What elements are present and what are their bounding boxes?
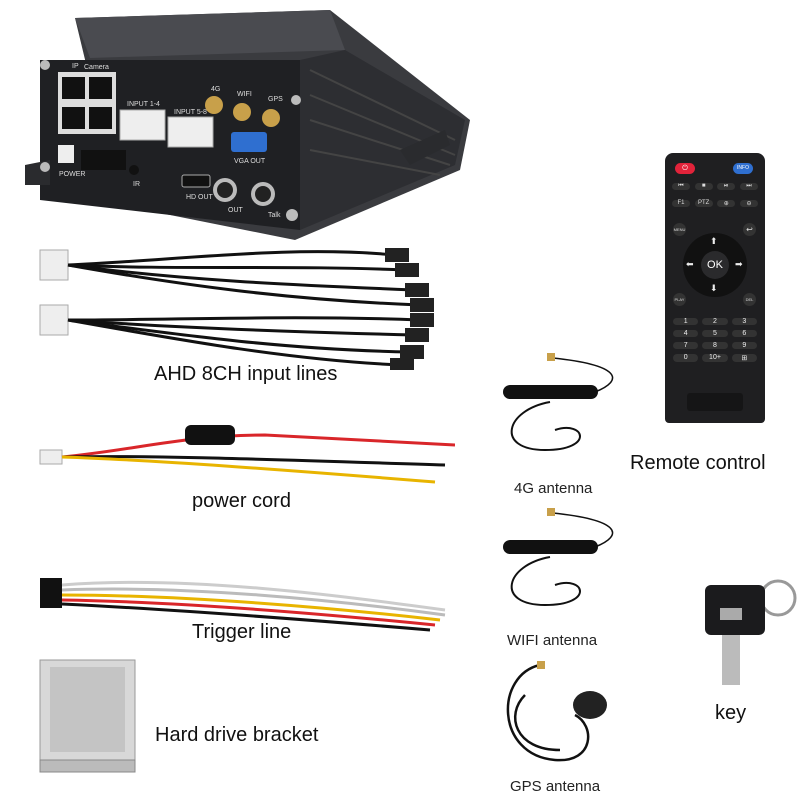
zoom-out-button[interactable]: ⊖ <box>739 200 758 207</box>
gps-antenna-image <box>506 661 607 762</box>
label-vga-out: VGA OUT <box>234 158 266 165</box>
caption-key: key <box>715 702 747 724</box>
stop-button[interactable]: ■ <box>694 183 713 190</box>
key-2[interactable]: 2 <box>702 318 728 325</box>
label-ip: IP <box>72 63 79 70</box>
label-camera: Camera <box>84 64 109 71</box>
key-7[interactable]: 7 <box>673 342 699 349</box>
caption-input-lines: AHD 8CH input lines <box>154 363 338 385</box>
label-talk: Talk <box>268 212 281 219</box>
remote-control: ⏻ INFO ⏮ ■ ⏯ ⏭ F1 PTZ ⊕ ⊖ MENU ↩ ⬆ ⬇ ⬅ ➡… <box>665 153 765 423</box>
function-buttons-row: F1 PTZ ⊕ ⊖ <box>672 200 758 207</box>
key-4[interactable]: 4 <box>673 330 699 337</box>
label-power: POWER <box>59 171 85 178</box>
key-6[interactable]: 6 <box>731 330 757 337</box>
play-pause-button[interactable]: ⏯ <box>717 183 736 190</box>
label-input-5-8: INPUT 5-8 <box>174 109 207 116</box>
caption-trigger-line: Trigger line <box>192 621 292 643</box>
power-cord-image <box>39 425 455 484</box>
left-arrow-button[interactable]: ⬅ <box>686 259 694 269</box>
down-arrow-button[interactable]: ⬇ <box>710 283 718 293</box>
f1-button[interactable]: F1 <box>672 200 690 207</box>
key-1[interactable]: 1 <box>673 318 699 325</box>
label-input-1-4: INPUT 1-4 <box>127 101 160 108</box>
play-button[interactable]: PLAY <box>673 293 686 306</box>
label-wifi: WIFI <box>237 91 252 98</box>
key-10-plus[interactable]: 10+ <box>702 354 728 362</box>
back-button[interactable]: ↩ <box>743 223 756 236</box>
caption-power-cord: power cord <box>192 490 291 512</box>
next-button[interactable]: ⏭ <box>739 183 758 190</box>
numeric-keypad: 1 2 3 4 5 6 7 8 9 0 10+ ⊞ <box>673 318 757 362</box>
label-ir: IR <box>133 181 140 188</box>
ok-button[interactable]: OK <box>701 251 729 279</box>
caption-remote-control: Remote control <box>630 452 766 474</box>
caption-hdd-bracket: Hard drive bracket <box>155 724 319 746</box>
4g-antenna-image <box>503 353 614 452</box>
grid-icon[interactable]: ⊞ <box>731 354 757 362</box>
info-button[interactable]: INFO <box>733 163 753 174</box>
key-5[interactable]: 5 <box>702 330 728 337</box>
power-button[interactable]: ⏻ <box>675 163 695 174</box>
caption-wifi-antenna: WIFI antenna <box>507 632 598 649</box>
key-0[interactable]: 0 <box>673 354 699 362</box>
key-3[interactable]: 3 <box>731 318 757 325</box>
key-9[interactable]: 9 <box>731 342 757 349</box>
right-arrow-button[interactable]: ➡ <box>735 259 743 269</box>
caption-gps-antenna: GPS antenna <box>510 778 601 795</box>
key-image <box>705 579 797 685</box>
media-buttons-row: ⏮ ■ ⏯ ⏭ <box>672 183 758 190</box>
hard-drive-bracket-image <box>39 659 136 773</box>
ahd-input-lines-image <box>39 248 434 370</box>
key-8[interactable]: 8 <box>702 342 728 349</box>
up-arrow-button[interactable]: ⬆ <box>710 236 718 246</box>
zoom-in-button[interactable]: ⊕ <box>717 200 736 207</box>
ir-window <box>687 393 743 411</box>
label-4g: 4G <box>211 86 220 93</box>
del-button[interactable]: DEL <box>743 293 756 306</box>
wifi-antenna-image <box>503 508 614 607</box>
label-out: OUT <box>228 207 244 214</box>
caption-4g-antenna: 4G antenna <box>514 480 593 497</box>
trigger-line-image <box>40 578 446 632</box>
ptz-button[interactable]: PTZ <box>694 200 713 207</box>
label-hd-out: HD OUT <box>186 194 214 201</box>
label-gps: GPS <box>268 96 283 103</box>
dpad: ⬆ ⬇ ⬅ ➡ OK <box>683 233 747 297</box>
mobile-dvr-device: IP Camera INPUT 1-4 INPUT 5-8 4G WIFI GP… <box>25 10 470 240</box>
prev-button[interactable]: ⏮ <box>672 183 690 190</box>
menu-button[interactable]: MENU <box>673 223 686 236</box>
